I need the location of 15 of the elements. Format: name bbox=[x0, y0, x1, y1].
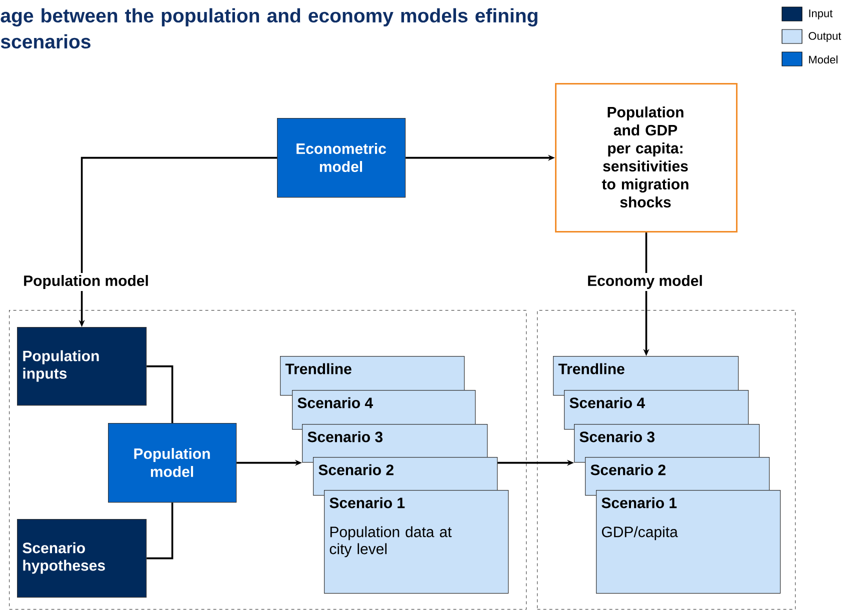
input-box: Population inputs bbox=[17, 327, 147, 406]
model-box: Population model bbox=[108, 423, 237, 503]
group-heading: Economy model bbox=[585, 273, 705, 291]
result-box: Population and GDP per capita: sensitivities to migration shocks bbox=[555, 83, 738, 232]
title: age between the population and economy models efining scenarios bbox=[0, 8, 538, 49]
group-frame bbox=[537, 310, 796, 610]
legend-label: Model bbox=[809, 55, 838, 64]
connector-line bbox=[146, 502, 174, 560]
legend-label: Input bbox=[809, 10, 833, 20]
legend-label: Output bbox=[808, 32, 842, 42]
input-box: Scenario hypotheses bbox=[17, 519, 147, 598]
group-heading: Population model bbox=[21, 273, 151, 291]
group-frame bbox=[9, 310, 527, 610]
model-box: Econometric model bbox=[277, 118, 406, 198]
connector-line bbox=[146, 365, 174, 423]
